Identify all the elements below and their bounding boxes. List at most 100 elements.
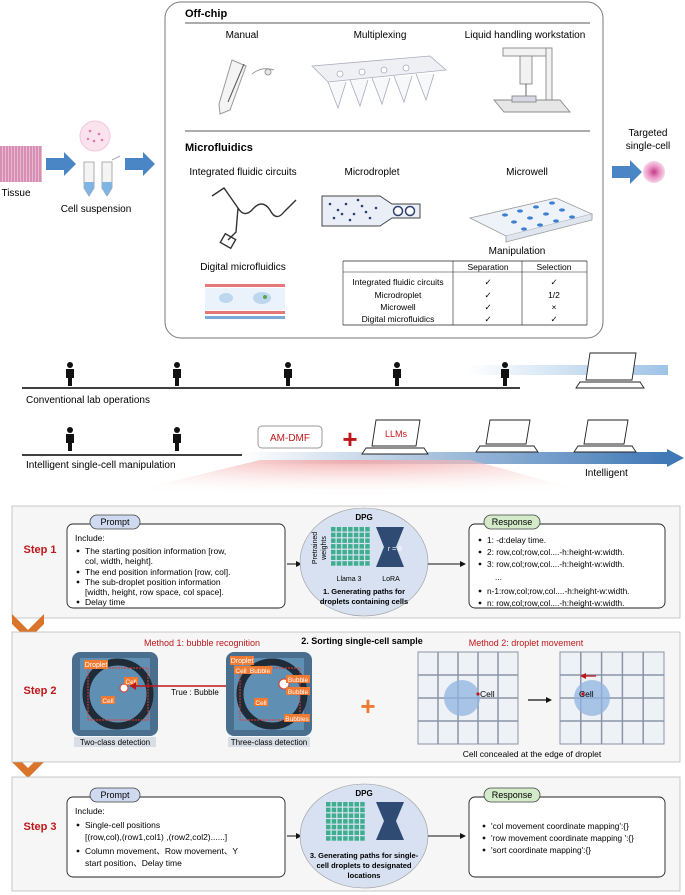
cell-label: Cell	[579, 689, 594, 699]
weight-cell	[343, 836, 348, 841]
sorting-label: 2. Sorting single-cell sample	[301, 636, 423, 646]
three-class-label: Three-class detection	[231, 738, 307, 747]
weight-cell	[360, 802, 365, 807]
orange-plus-sign: +	[360, 691, 375, 721]
table-cell: ✓	[484, 290, 491, 300]
cell-tag: Cell	[235, 668, 247, 675]
weight-cell	[348, 527, 353, 532]
dpg3-caption-line2: cell droplets to designated	[316, 861, 411, 870]
weight-cell	[326, 813, 331, 818]
weight-cell	[365, 549, 370, 555]
cell-label: Cell	[480, 689, 495, 699]
top-panel: Off-chip Manual Multiplexing Liquid hand…	[164, 1, 604, 339]
true-bubble-label: True : Bubble	[171, 688, 219, 697]
step3-response-pill	[483, 787, 541, 803]
weight-cell	[326, 824, 331, 830]
step3-label: Step 3	[23, 821, 56, 833]
weight-cell	[342, 538, 347, 543]
weight-cell	[354, 830, 359, 835]
table-cell: ✓	[484, 302, 491, 312]
table-row-name: Microdroplet	[375, 290, 422, 300]
weight-cell	[365, 532, 370, 538]
step1-bullet: col, width, height].	[85, 556, 153, 566]
weight-cell	[343, 807, 348, 813]
weight-cell	[353, 544, 359, 549]
weight-cell	[337, 836, 342, 841]
weight-cell	[343, 802, 348, 807]
weight-cell	[354, 813, 359, 818]
weight-cell	[336, 538, 342, 543]
weight-cell	[337, 807, 342, 813]
table-cell: 1/2	[548, 290, 560, 300]
step1-bullet: The end position information [row, col].	[85, 567, 231, 577]
arrow-suspension-icon	[125, 152, 155, 176]
weight-cell	[354, 819, 359, 824]
person-icon	[173, 362, 181, 386]
lora-label: LoRA	[382, 576, 400, 583]
step1-prompt-pill	[89, 514, 141, 530]
weight-cell	[336, 532, 342, 538]
multiplexing-label: Multiplexing	[354, 30, 407, 41]
weight-cell	[337, 824, 342, 830]
droplet-circle	[574, 680, 610, 716]
weight-cell	[354, 807, 359, 813]
step1-bullet: The starting position information [row,	[85, 546, 226, 556]
weight-cell	[359, 538, 364, 543]
step1-bullet: Delay time	[85, 597, 125, 607]
weight-cell	[348, 830, 354, 835]
cell-dish-icon	[79, 120, 111, 152]
microdroplet-chip-icon	[321, 195, 421, 227]
bubble-tag: Bubble	[288, 677, 309, 684]
weight-cell	[354, 824, 359, 830]
dmf-layers-icon	[205, 284, 285, 319]
step3-bullet: Column movement、Row movement、Y	[85, 846, 238, 856]
weight-cell	[342, 532, 347, 538]
weight-cell	[326, 802, 331, 807]
weights-label: weights	[321, 536, 328, 561]
step3-response-title: Response	[492, 790, 533, 800]
targeted-output: Targeted single-cell	[612, 128, 670, 184]
response-line: ...	[495, 572, 502, 582]
weight-cell	[353, 532, 359, 538]
step1-panel: Step 1 Prompt Include: The starting posi…	[11, 505, 681, 619]
weight-grid-icon	[326, 802, 365, 841]
weight-cell	[359, 527, 364, 532]
person-icon	[284, 362, 292, 386]
weight-cell	[353, 538, 359, 543]
step1-prompt-title: Prompt	[100, 517, 130, 527]
cell-tag: Cell	[255, 700, 267, 707]
weight-cell	[365, 538, 370, 543]
weight-cell	[331, 836, 337, 841]
tissue-input: Tissue Cell suspension	[0, 120, 155, 215]
lora-rank-label: r = 8	[388, 546, 402, 553]
step3-bullet: start position、Delay time	[85, 858, 182, 868]
intelligent-label: Intelligent	[585, 468, 628, 479]
weight-cell	[365, 555, 370, 560]
weight-cell	[359, 532, 364, 538]
weight-cell	[336, 527, 342, 532]
liquid-handling-label: Liquid handling workstation	[465, 30, 586, 41]
weight-grid-icon	[331, 527, 370, 566]
weight-cell	[331, 813, 337, 818]
weight-cell	[331, 538, 336, 543]
weight-cell	[343, 813, 348, 818]
weight-cell	[353, 527, 359, 532]
llama-label: Llama 3	[337, 576, 362, 583]
amdmf-box	[257, 425, 323, 449]
table-header-selection: Selection	[537, 262, 572, 272]
weight-cell	[348, 819, 354, 824]
weight-cell	[336, 555, 342, 560]
step3-bullet: [(row,col),(row1,col1) ,(row2,col2).....…	[85, 832, 227, 842]
weight-cell	[353, 549, 359, 555]
timeline: Conventional lab operations Intelligent …	[22, 352, 684, 506]
step2-panel: Step 2 Method 1: bubble recognition 2. S…	[11, 631, 681, 763]
bubble-tag: Bubble	[250, 668, 271, 675]
liquid-handler-icon	[493, 47, 571, 113]
dpg3-title: DPG	[355, 789, 372, 798]
bubble-tag: Bubble	[288, 689, 309, 696]
dpg1-caption-line2: droplets containing cells	[320, 597, 408, 606]
weight-cell	[348, 824, 354, 830]
weight-cell	[365, 544, 370, 549]
weight-cell	[326, 807, 331, 813]
weight-cell	[360, 819, 365, 824]
